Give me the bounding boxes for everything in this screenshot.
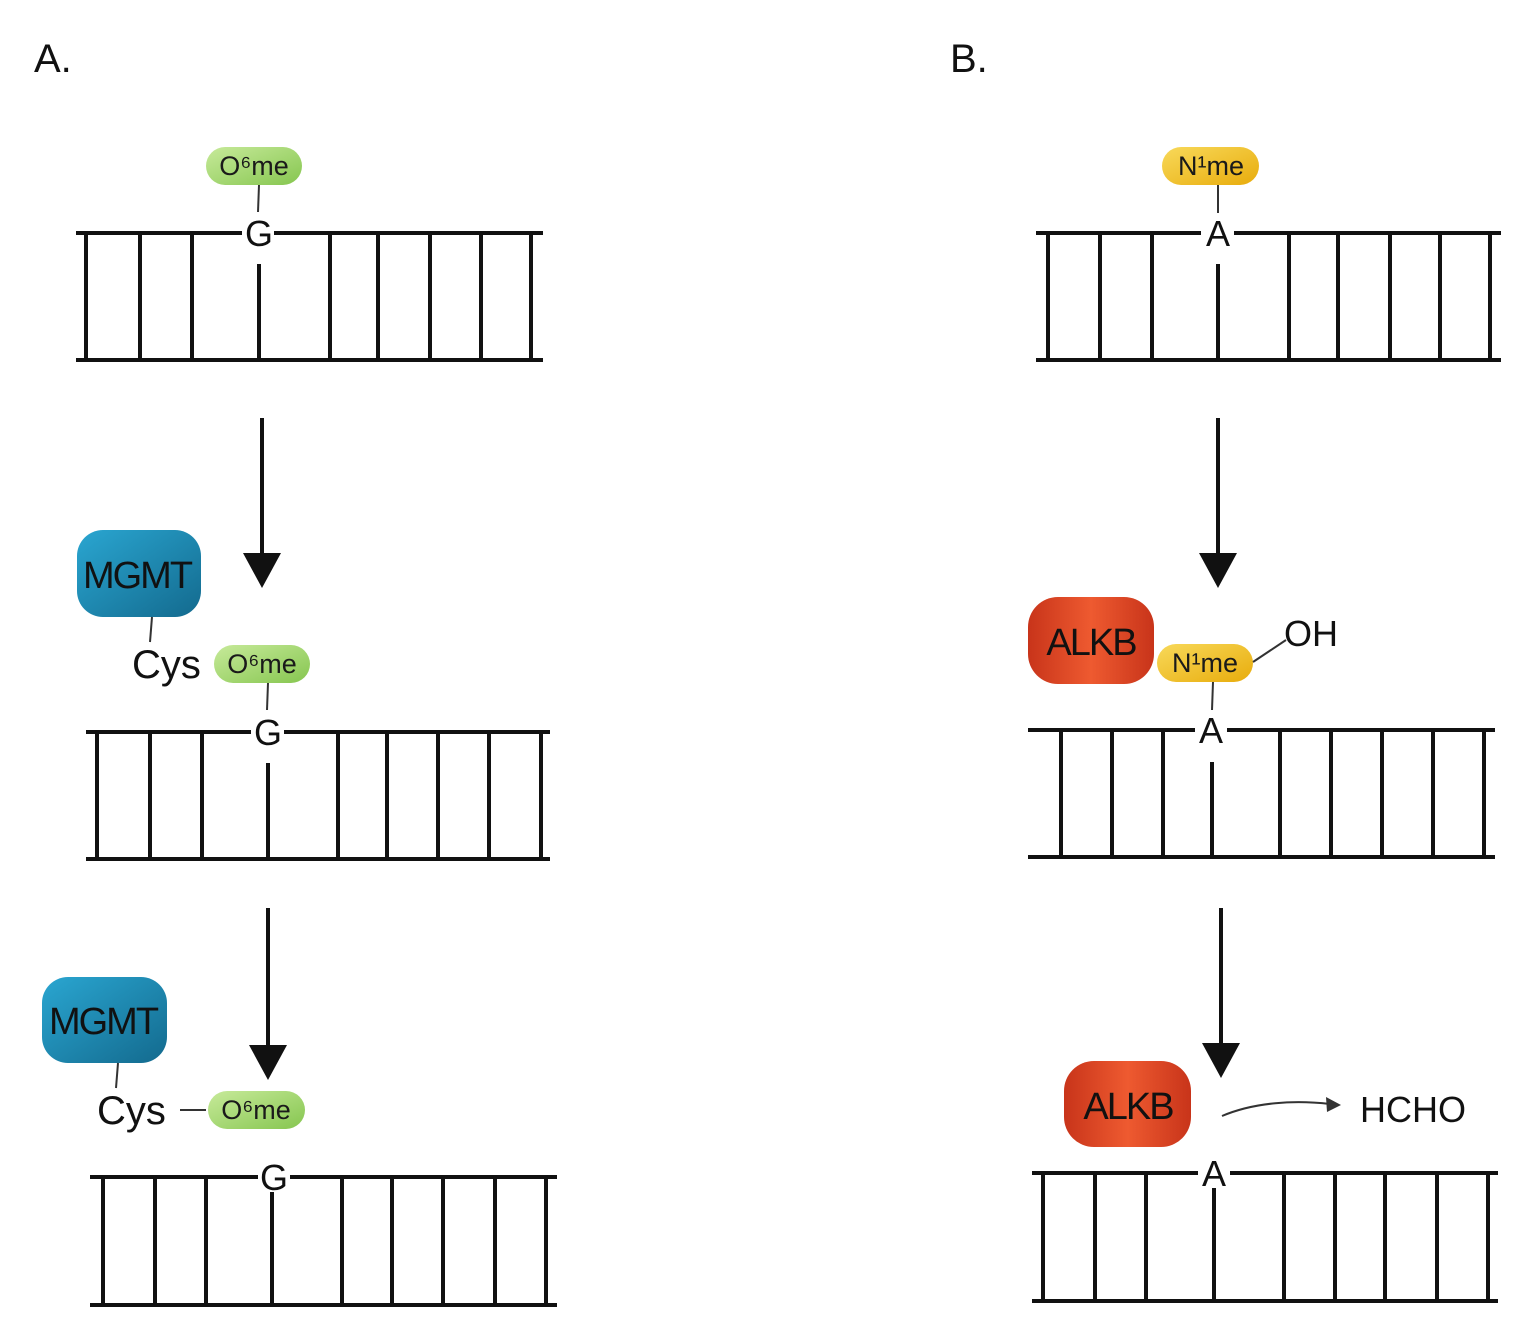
guanine-base: G	[260, 1157, 288, 1198]
o6me-tag	[206, 147, 302, 185]
panel-a: A. O⁶me G	[34, 37, 557, 1307]
panel-a-stage-2: MGMT Cys O⁶me G	[77, 530, 550, 861]
panel-a-stage-1: O⁶me G	[76, 147, 543, 362]
o6me-tag	[214, 645, 310, 683]
alkb-protein	[1064, 1061, 1191, 1147]
guanine-base: G	[245, 213, 273, 254]
mod-link	[266, 682, 269, 711]
panel-b: B. N¹me A	[950, 37, 1501, 1303]
hydroxyl-bond	[1252, 639, 1287, 663]
panel-a-label: A.	[34, 37, 72, 81]
alkb-label: ALKB	[1046, 622, 1136, 664]
arrow-down	[243, 418, 281, 588]
o6me-tag	[208, 1091, 305, 1129]
mgmt-label: MGMT	[49, 1001, 159, 1043]
dna-duplex	[1036, 231, 1501, 362]
panel-b-stage-3: ALKB HCHO A	[1032, 1061, 1498, 1303]
hydroxyl-label: OH	[1284, 613, 1338, 654]
panel-a-stage-3: MGMT Cys O⁶me G	[42, 977, 557, 1307]
o6me-tag-label: O⁶me	[221, 1095, 291, 1125]
mod-link	[1211, 681, 1214, 711]
arrow-down	[249, 908, 287, 1080]
n1me-tag	[1162, 147, 1259, 185]
dna-duplex	[1032, 1171, 1498, 1303]
panel-b-label: B.	[950, 37, 988, 81]
panel-b-stage-1: N¹me A	[1036, 147, 1501, 362]
adenine-base: A	[1199, 710, 1223, 751]
adenine-base: A	[1202, 1153, 1226, 1194]
alkb-label: ALKB	[1083, 1086, 1173, 1128]
mgmt-label: MGMT	[83, 555, 193, 597]
guanine-base: G	[254, 712, 282, 753]
dna-duplex	[76, 231, 543, 362]
cys-residue: Cys	[97, 1089, 166, 1133]
protein-link	[149, 616, 153, 643]
dna-duplex	[86, 730, 550, 861]
arrow-down	[1199, 418, 1237, 588]
panel-b-stage-2: ALKB N¹me OH A	[1028, 597, 1495, 859]
mgmt-protein	[77, 530, 201, 617]
cys-residue: Cys	[132, 643, 201, 687]
release-arrowhead	[1326, 1097, 1341, 1112]
arrow-down	[1202, 908, 1240, 1078]
mgmt-protein	[42, 977, 167, 1063]
dna-duplex	[1028, 728, 1495, 859]
mod-link	[257, 184, 260, 213]
n1me-tag-label: N¹me	[1172, 648, 1238, 678]
dna-duplex	[90, 1175, 557, 1307]
protein-link	[115, 1062, 119, 1089]
adenine-base: A	[1206, 213, 1230, 254]
o6me-tag-label: O⁶me	[227, 649, 297, 679]
o6me-tag-label: O⁶me	[219, 151, 289, 181]
release-arrow	[1221, 1101, 1331, 1117]
n1me-tag	[1157, 644, 1253, 682]
formaldehyde-label: HCHO	[1360, 1089, 1466, 1130]
alkb-protein	[1028, 597, 1154, 684]
n1me-tag-label: N¹me	[1178, 151, 1244, 181]
